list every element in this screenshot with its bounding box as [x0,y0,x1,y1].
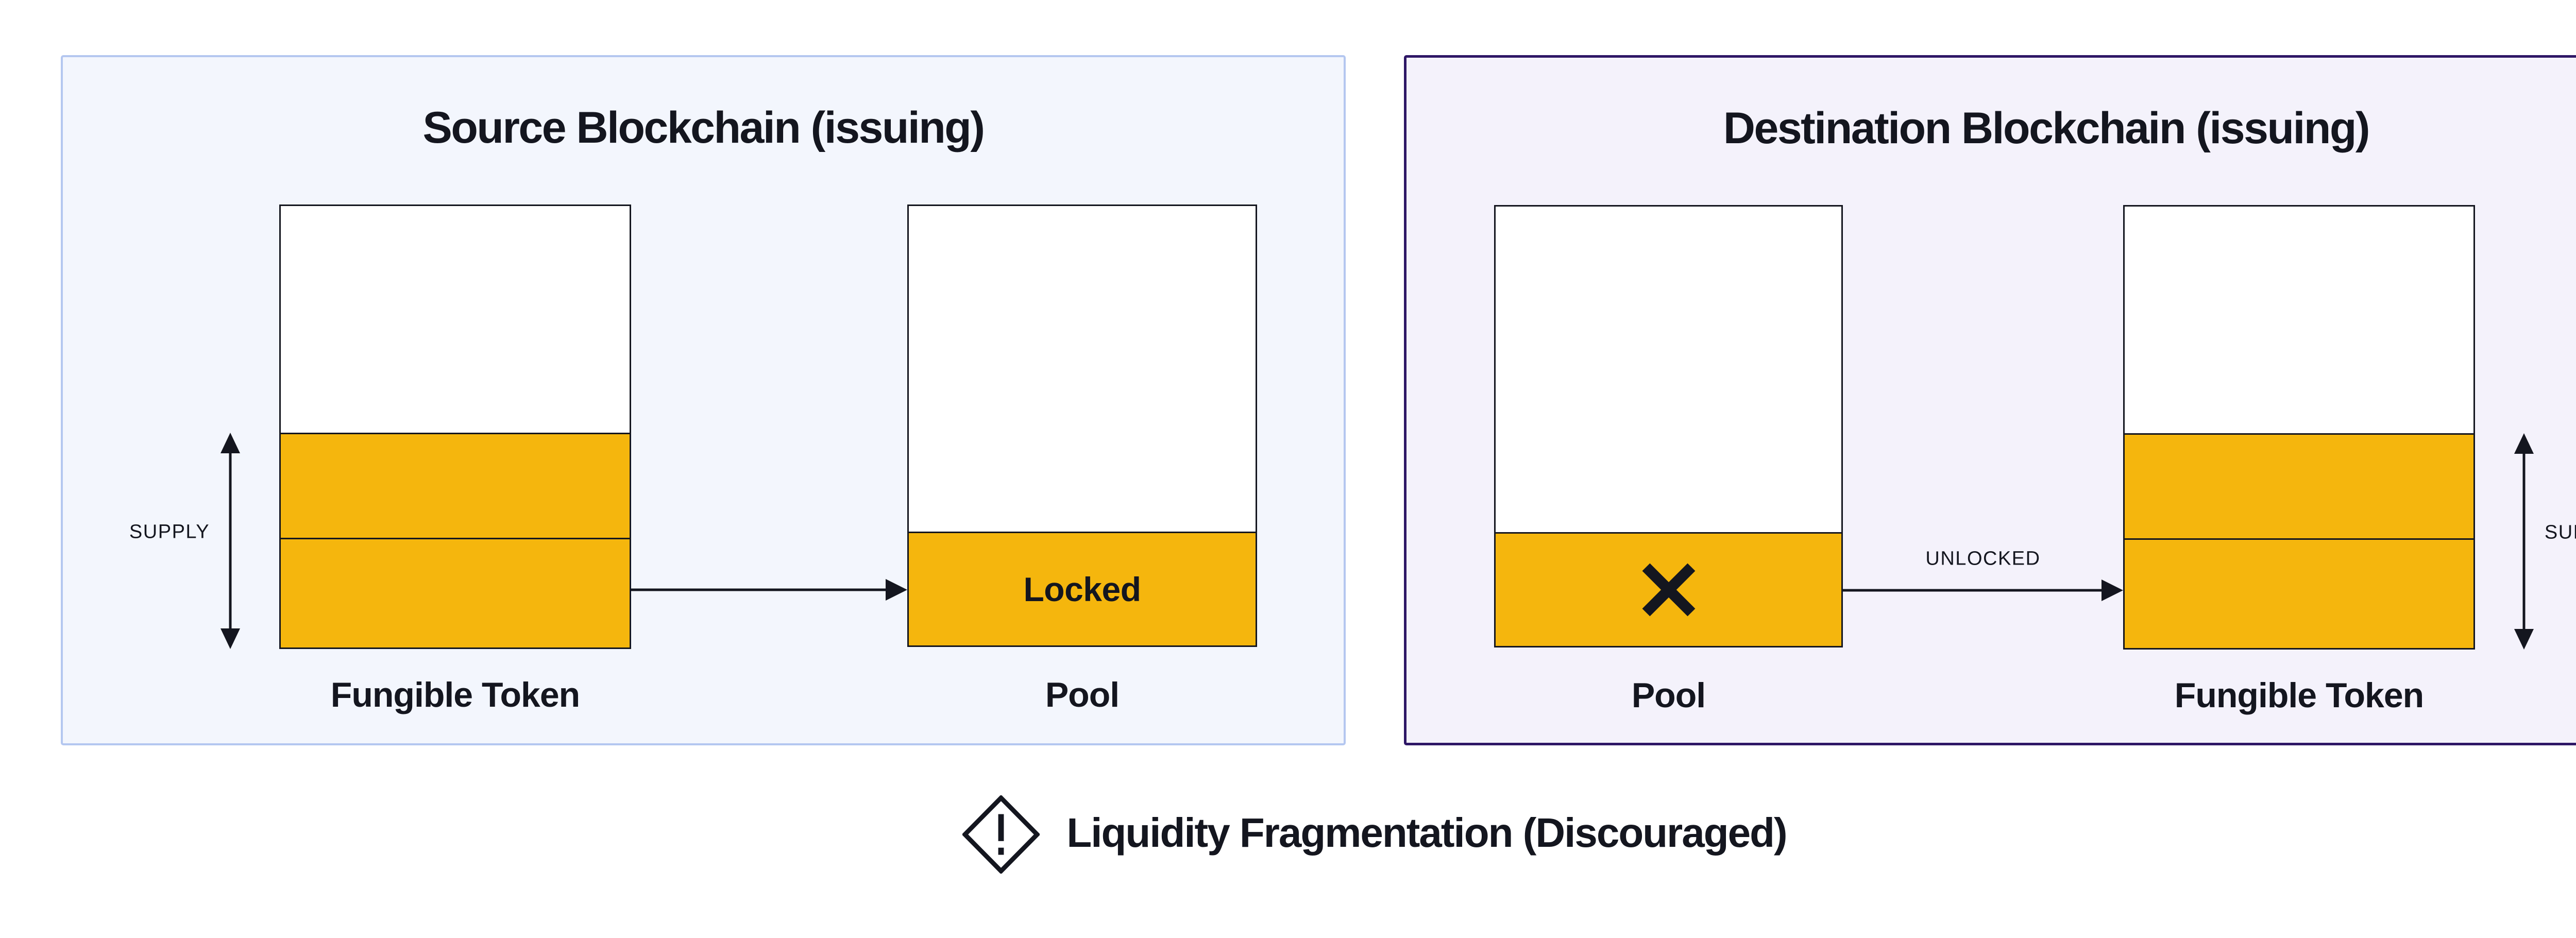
caption-text: Liquidity Fragmentation (Discouraged) [1066,810,1787,856]
source-supply-label: SUPPLY [129,521,210,543]
supply-range-arrow-icon [221,433,240,649]
supply-range-arrow-icon [2514,433,2534,650]
source-fungible-token-bar [279,204,631,649]
transfer-arrow-icon [1843,579,2123,601]
source-pool-empty-section [909,206,1256,532]
destination-pool-bar [1494,205,1843,647]
destination-fungible-empty-section [2125,207,2473,433]
destination-fungible-supply-upper-section [2125,433,2473,538]
destination-fungible-token-bar [2123,205,2475,650]
destination-pool-empty-section [1496,207,1841,532]
caption: Liquidity Fragmentation (Discouraged) [0,793,2576,876]
source-fungible-empty-section [281,206,630,433]
destination-fungible-supply-lower-section [2125,538,2473,648]
destination-supply-label: SUPPLY [2544,521,2576,543]
source-pool-bar: Locked [907,204,1257,647]
locked-label: Locked [1023,570,1141,608]
destination-blockchain-panel: Destination Blockchain (issuing) UNLOCKE… [1404,55,2576,745]
source-fungible-supply-lower-section [281,538,630,647]
destination-panel-title: Destination Blockchain (issuing) [1723,104,2370,153]
transfer-arrow-icon [631,579,907,601]
unlocked-label: UNLOCKED [1925,548,2041,570]
source-fungible-supply-upper-section [281,433,630,538]
warning-diamond-icon [962,795,1040,874]
source-pool-locked-section: Locked [909,532,1256,645]
blocked-x-icon [1642,563,1695,617]
destination-pool-label: Pool [1631,676,1706,715]
source-blockchain-panel: Source Blockchain (issuing) Locked SUPPL… [61,55,1346,745]
destination-pool-blocked-section [1496,532,1841,646]
source-pool-label: Pool [1045,675,1120,714]
destination-fungible-token-label: Fungible Token [2174,676,2424,715]
source-fungible-token-label: Fungible Token [330,675,580,714]
source-panel-title: Source Blockchain (issuing) [422,103,985,152]
